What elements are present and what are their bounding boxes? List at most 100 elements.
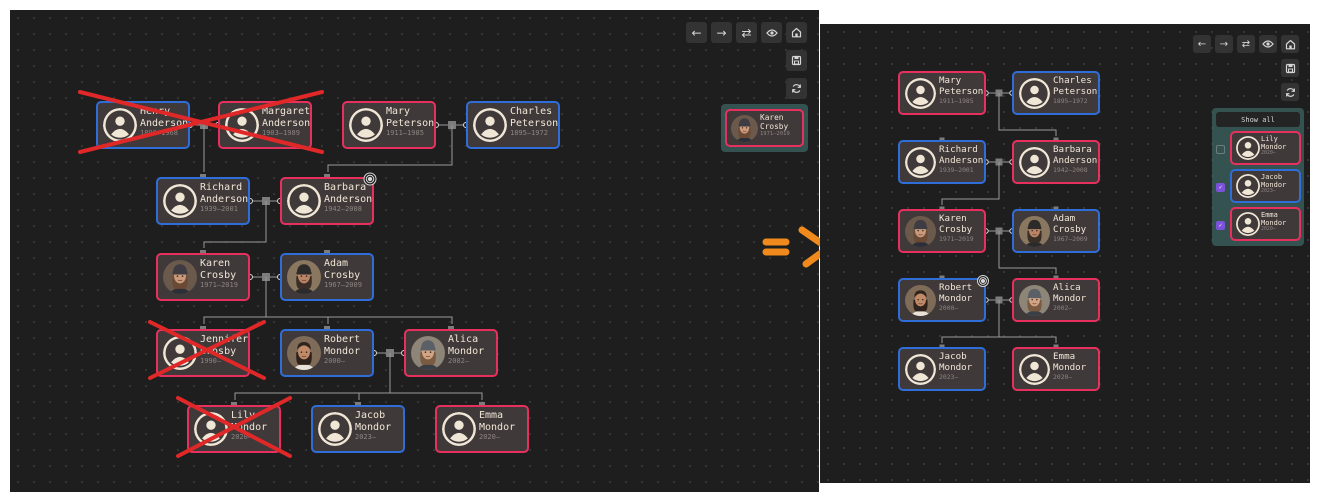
first-name: Karen [939, 213, 967, 224]
last-name: Anderson [200, 193, 249, 205]
avatar-placeholder-icon [905, 147, 936, 178]
home-icon [791, 27, 802, 38]
avatar-placeholder-icon [103, 108, 137, 142]
first-name: Jacob [355, 410, 386, 421]
first-name: Mary [386, 106, 411, 117]
back-button[interactable]: ← [1193, 35, 1211, 53]
first-name: Alica [1053, 282, 1081, 293]
first-name: Richard [939, 144, 978, 155]
life-dates: 1967–2009 [1053, 234, 1088, 243]
last-name: Anderson [939, 154, 984, 166]
last-name: Mondor [939, 361, 973, 373]
eye-icon [765, 28, 778, 38]
visibility-checkbox[interactable] [1216, 145, 1225, 154]
save-button[interactable] [1281, 59, 1299, 77]
refresh-icon [791, 83, 802, 94]
last-name: Anderson [262, 117, 311, 129]
avatar-placeholder-icon [442, 412, 476, 446]
avatar-placeholder-icon [194, 412, 228, 446]
life-dates: 2023– [1261, 188, 1276, 195]
save-button[interactable] [786, 50, 807, 71]
refresh-button[interactable] [786, 78, 807, 99]
last-name: Mondor [1053, 292, 1087, 304]
first-name: Adam [1053, 213, 1076, 224]
back-button[interactable]: ← [686, 22, 707, 43]
forward-button[interactable]: → [1215, 35, 1233, 53]
refresh-button[interactable] [1281, 83, 1299, 101]
last-name: Anderson [140, 117, 189, 129]
last-name: Mondor [355, 421, 392, 433]
last-name: Peterson [386, 117, 435, 129]
connector-node [386, 349, 394, 357]
last-name: Mondor [231, 421, 268, 433]
swap-button[interactable]: ⇄ [1237, 35, 1255, 53]
visibility-checkbox[interactable]: ✓ [1216, 221, 1225, 230]
life-dates: 1899–1968 [140, 129, 178, 138]
life-dates: 1942–2008 [324, 205, 362, 214]
home-button[interactable] [1281, 35, 1299, 53]
avatar-photo [731, 115, 758, 142]
connector-node [262, 273, 270, 281]
show-all-button[interactable]: Show all [1216, 112, 1300, 127]
connector-line [266, 316, 453, 324]
eye-button[interactable] [1259, 35, 1277, 53]
swap-button[interactable]: ⇄ [736, 22, 757, 43]
life-dates: 2020– [1261, 150, 1276, 157]
avatar-placeholder-icon [1236, 174, 1260, 198]
forward-button[interactable]: → [711, 22, 732, 43]
last-name: Peterson [939, 85, 984, 97]
home-button[interactable] [786, 22, 807, 43]
first-name: Margaret [262, 106, 311, 117]
life-dates: 2020– [1053, 372, 1073, 381]
last-name: Crosby [200, 345, 237, 357]
first-name: Lily [1261, 135, 1278, 143]
save-icon [791, 55, 802, 66]
life-dates: 2020– [1261, 226, 1276, 233]
avatar-photo [163, 260, 197, 294]
visibility-checkbox[interactable]: ✓ [1216, 183, 1225, 192]
avatar-placeholder-icon [1236, 136, 1260, 160]
last-name: Anderson [1053, 154, 1098, 166]
life-dates: 2002– [1053, 303, 1073, 312]
avatar-placeholder-icon [1236, 212, 1260, 236]
first-name: Barbara [1053, 144, 1092, 155]
connector-node [200, 121, 208, 129]
last-name: Anderson [324, 193, 373, 205]
connector-line [358, 392, 390, 400]
first-name: Adam [324, 258, 349, 269]
eye-button[interactable] [761, 22, 782, 43]
life-dates: 1911–1985 [939, 96, 974, 105]
avatar-placeholder-icon [1019, 354, 1050, 385]
first-name: Emma [1261, 211, 1278, 219]
